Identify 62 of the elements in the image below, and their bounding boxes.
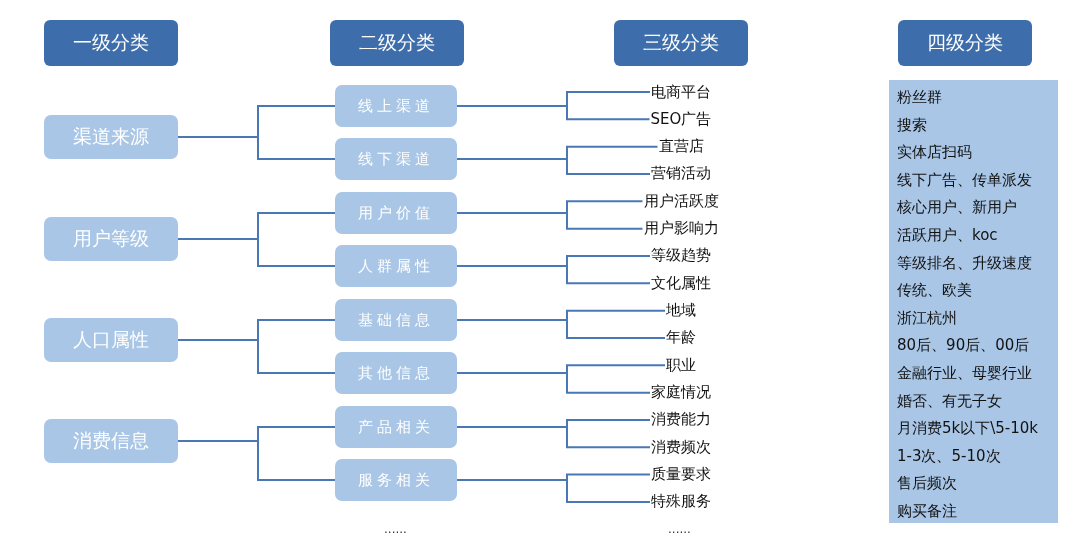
detail-text: 80后、90后、00后 — [897, 335, 1031, 357]
detail-text: 售后频次 — [897, 473, 958, 495]
connector-line — [456, 479, 651, 503]
category-box: 用户等级 — [44, 217, 178, 261]
category-box: 线上渠道 — [335, 85, 457, 127]
header-box: 四级分类 — [898, 20, 1032, 66]
category-box: 渠道来源 — [44, 115, 178, 159]
connector-line — [456, 105, 651, 121]
detail-text: 粉丝群 — [897, 87, 943, 108]
category-text: 消费频次 — [650, 435, 712, 460]
detail-text: 活跃用户、koc — [897, 224, 999, 246]
connector-line — [456, 319, 666, 339]
category-text: SEO广告 — [649, 107, 713, 132]
detail-text: 月消费5k以下\5-10k — [897, 418, 1039, 440]
detail-text: 购买备注 — [897, 500, 958, 522]
category-box: 产品相关 — [335, 406, 457, 448]
category-box: 人群属性 — [335, 245, 457, 287]
header-box: 一级分类 — [44, 20, 178, 66]
category-box: 基础信息 — [335, 299, 457, 341]
ellipsis-text: ...... — [668, 522, 691, 536]
detail-text: 1-3次、5-10次 — [897, 445, 1002, 467]
category-text: 职业 — [665, 353, 697, 378]
detail-text: 线下广告、传单派发 — [897, 169, 1033, 191]
category-text: 地域 — [665, 298, 697, 323]
header-box: 三级分类 — [614, 20, 748, 66]
category-box: 服务相关 — [335, 459, 457, 501]
detail-text: 传统、欧美 — [897, 280, 973, 302]
category-text: 家庭情况 — [650, 380, 712, 405]
connector-line — [177, 136, 336, 160]
category-text: 质量要求 — [650, 462, 712, 487]
connector-line — [177, 238, 336, 267]
category-text: 文化属性 — [650, 271, 712, 296]
category-text: 营销活动 — [650, 162, 712, 186]
detail-text: 搜索 — [897, 114, 928, 136]
category-text: 等级趋势 — [650, 243, 712, 268]
category-text: 消费能力 — [650, 407, 712, 432]
category-text: 电商平台 — [650, 80, 712, 104]
connector-line — [456, 265, 651, 285]
category-text: 特殊服务 — [650, 489, 712, 514]
detail-text: 实体店扫码 — [897, 142, 973, 164]
connector-line — [456, 426, 651, 449]
detail-panel — [889, 80, 1058, 523]
ellipsis-text: ...... — [384, 522, 407, 536]
category-text: 用户影响力 — [642, 216, 720, 241]
category-text: 用户活跃度 — [642, 189, 720, 214]
connector-line — [456, 212, 644, 230]
connector-line — [177, 440, 336, 481]
category-text: 直营店 — [657, 134, 705, 159]
connector-line — [456, 158, 651, 175]
category-box: 线下渠道 — [335, 138, 457, 180]
category-box: 人口属性 — [44, 318, 178, 362]
category-box: 消费信息 — [44, 419, 178, 463]
category-box: 用户价值 — [335, 192, 457, 234]
category-text: 年龄 — [665, 325, 697, 350]
detail-text: 等级排名、升级速度 — [897, 252, 1033, 274]
detail-text: 金融行业、母婴行业 — [897, 362, 1033, 384]
detail-text: 核心用户、新用户 — [897, 197, 1018, 219]
connector-line — [177, 339, 336, 374]
category-box: 其他信息 — [335, 352, 457, 394]
header-box: 二级分类 — [330, 20, 464, 66]
detail-text: 婚否、有无子女 — [897, 390, 1003, 412]
detail-text: 浙江杭州 — [897, 307, 958, 329]
